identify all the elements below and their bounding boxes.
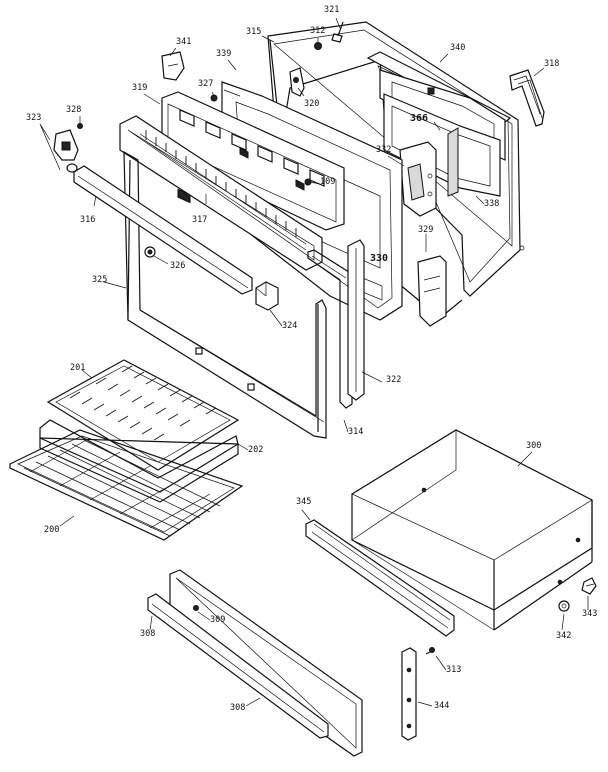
part-label-327: 327 bbox=[198, 79, 214, 89]
part-label-329: 329 bbox=[418, 225, 434, 235]
part-label-308-handle: 308 bbox=[140, 629, 156, 639]
screw-309 bbox=[193, 605, 199, 611]
part-label-341: 341 bbox=[176, 37, 192, 47]
part-label-345: 345 bbox=[296, 497, 312, 507]
clip-320 bbox=[289, 67, 305, 97]
part-label-330: 330 bbox=[370, 253, 389, 264]
part-label-309: 309 bbox=[210, 615, 226, 625]
drawer-bracket-344 bbox=[401, 647, 417, 741]
part-label-200: 200 bbox=[44, 525, 60, 535]
part-label-308-panel: 308 bbox=[230, 703, 246, 713]
part-label-323: 323 bbox=[26, 113, 42, 123]
part-label-109: 109 bbox=[320, 177, 336, 187]
broiler-pan bbox=[39, 419, 239, 503]
part-label-202: 202 bbox=[248, 445, 264, 455]
part-label-332: 332 bbox=[376, 145, 392, 155]
part-label-322: 322 bbox=[386, 375, 402, 385]
part-label-312: 312 bbox=[310, 26, 326, 36]
part-label-321: 321 bbox=[324, 5, 340, 15]
storage-drawer bbox=[351, 429, 593, 631]
knob-326 bbox=[144, 246, 156, 258]
part-label-325: 325 bbox=[92, 275, 108, 285]
end-cap-323 bbox=[53, 129, 79, 173]
leader-lines bbox=[39, 17, 589, 707]
drawer-handle-bar bbox=[147, 593, 329, 739]
side-strip-322 bbox=[347, 239, 365, 401]
oven-rack bbox=[9, 429, 244, 541]
part-label-326: 326 bbox=[170, 261, 186, 271]
bumper-324 bbox=[255, 281, 279, 311]
door-top-trim bbox=[119, 115, 323, 271]
part-label-313: 313 bbox=[446, 665, 462, 675]
door-hinge-bracket bbox=[399, 141, 437, 217]
part-label-342: 342 bbox=[556, 631, 572, 641]
drawer-front-panel bbox=[169, 569, 363, 757]
door-glass bbox=[383, 93, 501, 197]
outer-door-frame bbox=[123, 150, 327, 439]
part-label-316: 316 bbox=[80, 215, 96, 225]
clip-327 bbox=[210, 94, 218, 102]
door-handle-grip bbox=[509, 69, 545, 127]
screw-328 bbox=[77, 123, 83, 129]
part-label-344: 344 bbox=[434, 701, 450, 711]
part-label-343: 343 bbox=[582, 609, 598, 619]
roller-342 bbox=[558, 600, 570, 612]
part-label-317: 317 bbox=[192, 215, 208, 225]
part-label-328: 328 bbox=[66, 105, 82, 115]
part-label-314: 314 bbox=[348, 427, 364, 437]
part-label-338: 338 bbox=[484, 199, 500, 209]
drawer-rail-345 bbox=[305, 519, 455, 637]
part-label-324: 324 bbox=[282, 321, 298, 331]
lower-hinge bbox=[417, 255, 447, 327]
screw-313 bbox=[425, 647, 435, 655]
part-label-319: 319 bbox=[132, 83, 148, 93]
gasket-314 bbox=[307, 249, 353, 409]
part-label-340: 340 bbox=[450, 43, 466, 53]
part-label-366: 366 bbox=[410, 113, 429, 124]
part-label-300: 300 bbox=[526, 441, 542, 451]
part-label-315: 315 bbox=[246, 27, 262, 37]
part-label-318: 318 bbox=[544, 59, 560, 69]
part-label-339: 339 bbox=[216, 49, 232, 59]
handle-bar bbox=[73, 165, 253, 295]
vent-slots bbox=[179, 109, 325, 191]
pad-341 bbox=[161, 51, 185, 81]
screw-321 bbox=[331, 21, 344, 43]
part-label-201: 201 bbox=[70, 363, 86, 373]
part-label-320: 320 bbox=[304, 99, 320, 109]
roller-343 bbox=[581, 577, 597, 595]
